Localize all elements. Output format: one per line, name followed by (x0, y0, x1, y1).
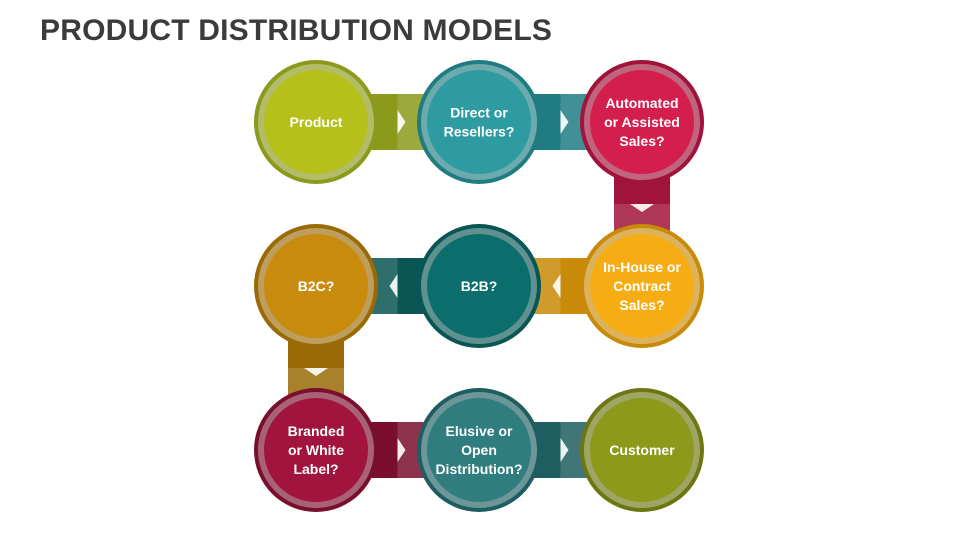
node-label: Automated (605, 95, 678, 111)
page-title: PRODUCT DISTRIBUTION MODELS (40, 14, 553, 47)
node-product: Product (254, 60, 378, 184)
node-circle (264, 234, 368, 338)
node-customer: Customer (580, 388, 704, 512)
node-label: or Assisted (604, 114, 680, 130)
node-label: Resellers? (444, 124, 515, 140)
node-b2b: B2B? (417, 224, 541, 348)
node-circle (590, 70, 694, 174)
node-circle (264, 70, 368, 174)
node-circle (264, 398, 368, 502)
node-circle (427, 398, 531, 502)
node-circle (590, 398, 694, 502)
node-label: Label? (293, 461, 338, 477)
node-label: B2C? (298, 278, 335, 294)
node-label: Open (461, 442, 497, 458)
node-label: Distribution? (435, 461, 522, 477)
node-label: Sales? (619, 297, 664, 313)
node-label: In-House or (603, 259, 681, 275)
node-circle (590, 234, 694, 338)
node-label: Branded (288, 423, 345, 439)
node-label: Customer (609, 442, 675, 458)
node-label: or White (288, 442, 344, 458)
node-label: Direct or (450, 105, 508, 121)
node-label: Elusive or (446, 423, 513, 439)
node-circle (427, 70, 531, 174)
node-label: Product (290, 114, 343, 130)
node-label: Contract (613, 278, 671, 294)
nodes-layer: Product Direct or Resellers? Automated or As… (254, 60, 704, 512)
node-b2c: B2C? (254, 224, 378, 348)
node-label: Sales? (619, 133, 664, 149)
node-circle (427, 234, 531, 338)
node-label: B2B? (461, 278, 498, 294)
node-direct-or-resellers: Direct or Resellers? (417, 60, 541, 184)
